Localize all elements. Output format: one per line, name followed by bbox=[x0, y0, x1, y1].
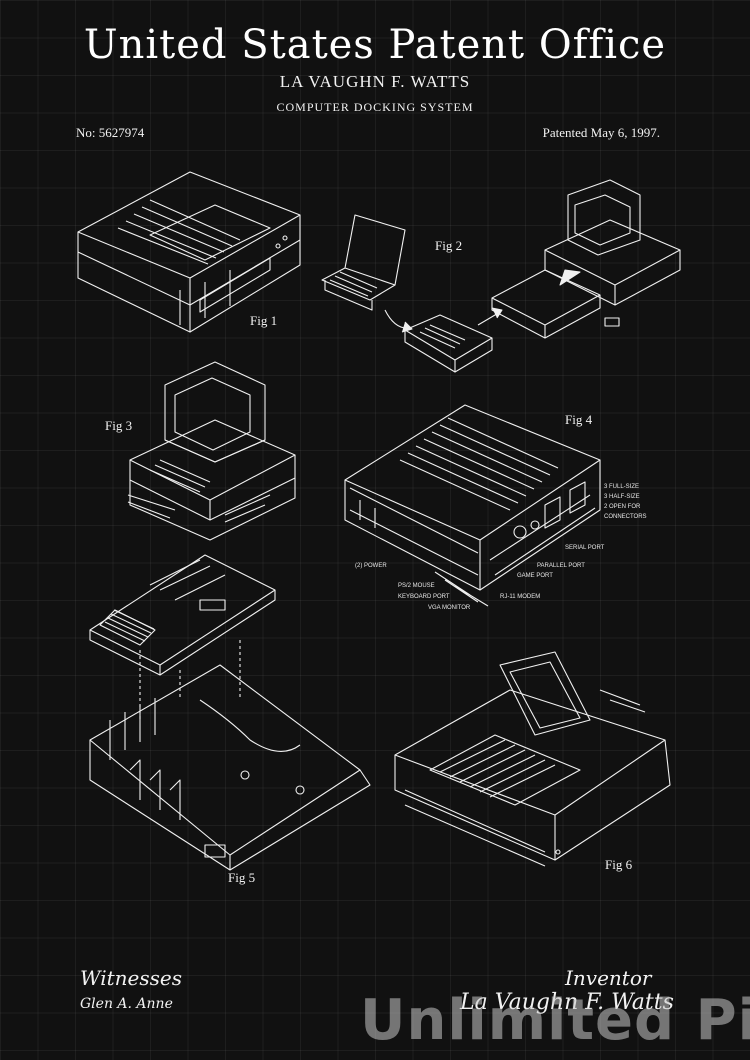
fig4-note: GAME PORT bbox=[517, 573, 553, 579]
fig6-label: Fig 6 bbox=[605, 857, 633, 872]
witness-signature: Glen A. Anne bbox=[80, 996, 173, 1012]
fig5-label: Fig 5 bbox=[228, 870, 256, 885]
fig4-label: Fig 4 bbox=[565, 412, 593, 427]
fig4-note: CONNECTORS bbox=[604, 514, 647, 520]
fig4-note: 2 OPEN FOR bbox=[604, 504, 641, 510]
fig3-label: Fig 3 bbox=[105, 418, 133, 433]
patent-subtitle: COMPUTER DOCKING SYSTEM bbox=[276, 100, 474, 114]
fig4-note: PARALLEL PORT bbox=[537, 563, 585, 569]
fig4-note: (2) POWER bbox=[355, 563, 387, 569]
fig1-label: Fig 1 bbox=[250, 313, 278, 328]
fig4-note: 3 HALF-SIZE bbox=[604, 494, 640, 500]
watermark: Unlimited Pixel bbox=[360, 988, 750, 1053]
inventor-name: LA VAUGHN F. WATTS bbox=[279, 72, 471, 91]
fig2-label: Fig 2 bbox=[435, 238, 463, 253]
patent-date: Patented May 6, 1997. bbox=[542, 125, 660, 140]
inventor-signature: La Vaughn F. Watts bbox=[460, 990, 674, 1015]
fig4-note: RJ-11 MODEM bbox=[500, 594, 541, 600]
inventor-label: Inventor bbox=[565, 966, 652, 990]
patent-number: No: 5627974 bbox=[76, 125, 145, 140]
fig4-note: SERIAL PORT bbox=[565, 545, 605, 551]
fig2-drawing bbox=[321, 179, 681, 373]
fig4-note: VGA MONITOR bbox=[428, 605, 471, 611]
page-title: United States Patent Office bbox=[83, 22, 667, 68]
fig6-drawing bbox=[394, 651, 671, 867]
witnesses-label: Witnesses bbox=[80, 966, 182, 990]
fig3-drawing bbox=[127, 361, 296, 541]
fig4-note: PS/2 MOUSE bbox=[398, 583, 435, 589]
fig5-drawing bbox=[89, 554, 371, 871]
fig4-note: KEYBOARD PORT bbox=[398, 594, 450, 600]
fig4-note: 3 FULL-SIZE bbox=[604, 484, 640, 490]
fig4-drawing bbox=[344, 404, 601, 607]
fig1-drawing bbox=[77, 171, 301, 333]
